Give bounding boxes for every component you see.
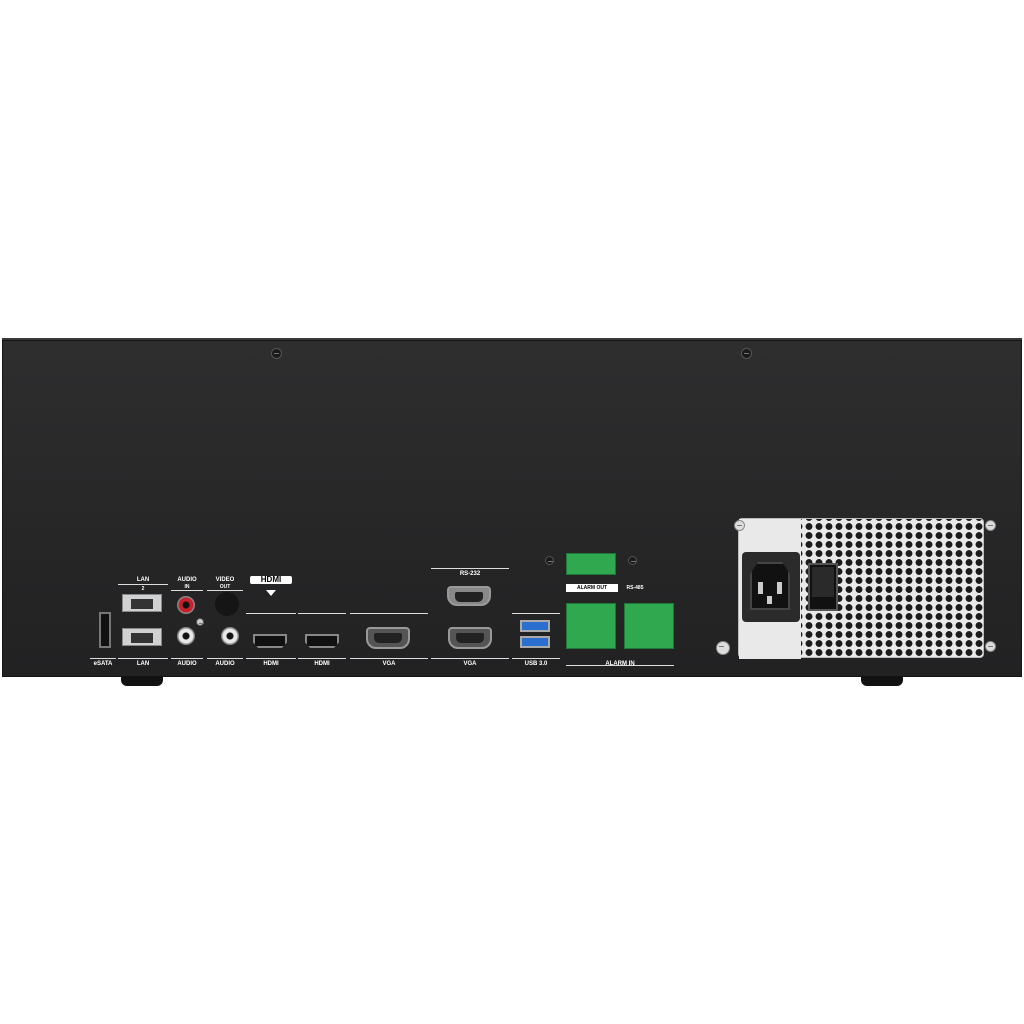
- lan-port-1[interactable]: [122, 628, 162, 646]
- esata-port[interactable]: [99, 612, 111, 648]
- audio-out-rca-2[interactable]: [221, 627, 239, 645]
- esata-label: eSATA: [93, 661, 113, 667]
- rs232-label: RS-232: [459, 571, 481, 577]
- rs232-port[interactable]: [447, 586, 491, 606]
- rubber-foot-right: [861, 676, 903, 686]
- audio-bottom-frame: [171, 658, 203, 659]
- vga1-frame-top: [350, 613, 428, 614]
- lan-top-number: 2: [141, 586, 145, 592]
- alarm-in-label: ALARM IN: [605, 661, 635, 667]
- hdmi1-frame: [246, 658, 296, 659]
- vga2-frame: [431, 658, 509, 659]
- terminal-screw-right-icon: [628, 556, 637, 565]
- hdmi2-frame-top: [298, 613, 346, 614]
- iec-socket-icon: [750, 562, 790, 610]
- hdmi-logo: HDMI: [250, 576, 292, 584]
- audio-in-sub-label: IN: [184, 584, 190, 590]
- lan-bottom-label: LAN: [136, 661, 150, 667]
- top-screw-left-icon: [271, 348, 282, 359]
- video-out-frame: [207, 590, 243, 591]
- terminal-screw-left-icon: [545, 556, 554, 565]
- lan-port-2[interactable]: [122, 594, 162, 612]
- psu-screw-br-icon: [985, 641, 996, 652]
- alarm-in-terminal-2[interactable]: [624, 603, 674, 649]
- usb-label: USB 3.0: [524, 661, 548, 667]
- vga1-label: VGA: [382, 661, 396, 667]
- hdmi1-frame-top: [246, 613, 296, 614]
- ground-terminal-icon: [716, 641, 730, 655]
- hdmi2-label: HDMI: [314, 661, 330, 667]
- alarm-out-label: ALARM OUT: [566, 584, 618, 592]
- alarm-in-terminal-1[interactable]: [566, 603, 616, 649]
- ground-screw-icon: [196, 618, 204, 626]
- audio-in-rca-red[interactable]: [177, 596, 195, 614]
- video-out-blank-cover: [215, 592, 239, 616]
- video-out-sub-label: OUT: [219, 584, 231, 590]
- alarm-out-terminal[interactable]: [566, 553, 616, 575]
- audio-bottom-frame-2: [207, 658, 243, 659]
- vga-port-2[interactable]: [448, 627, 492, 649]
- rs232-frame: [431, 568, 509, 569]
- hdmi1-label: HDMI: [263, 661, 279, 667]
- usb-port-1[interactable]: [520, 620, 550, 632]
- hdmi-port-2[interactable]: [305, 634, 339, 648]
- vga2-label: VGA: [463, 661, 477, 667]
- power-inlet[interactable]: [742, 552, 800, 622]
- psu-screw-tl-icon: [734, 520, 745, 531]
- usb-frame-top: [512, 613, 560, 614]
- audio-in-frame: [171, 590, 203, 591]
- audio-out-rca-white[interactable]: [177, 627, 195, 645]
- usb-frame: [512, 658, 560, 659]
- top-screw-right-icon: [741, 348, 752, 359]
- esata-frame: [90, 658, 116, 659]
- audio-bottom-label-2: AUDIO: [215, 661, 235, 667]
- vga1-frame: [350, 658, 428, 659]
- hdmi2-frame: [298, 658, 346, 659]
- vga-port-1[interactable]: [366, 627, 410, 649]
- power-switch[interactable]: [808, 563, 838, 611]
- rs485-label: RS-485: [626, 585, 644, 591]
- hdmi-port-1[interactable]: [253, 634, 287, 648]
- audio-in-label: AUDIO: [177, 577, 197, 583]
- lan-top-label: LAN: [136, 577, 150, 583]
- audio-bottom-label: AUDIO: [177, 661, 197, 667]
- alarm-in-frame: [566, 665, 674, 666]
- hdmi-arrow-icon: [266, 590, 276, 596]
- usb-port-2[interactable]: [520, 636, 550, 648]
- lan-bottom-frame: [118, 658, 168, 659]
- psu-screw-tr-icon: [985, 520, 996, 531]
- video-out-label: VIDEO: [215, 577, 235, 583]
- lan-top-frame: [118, 584, 168, 585]
- rubber-foot-left: [121, 676, 163, 686]
